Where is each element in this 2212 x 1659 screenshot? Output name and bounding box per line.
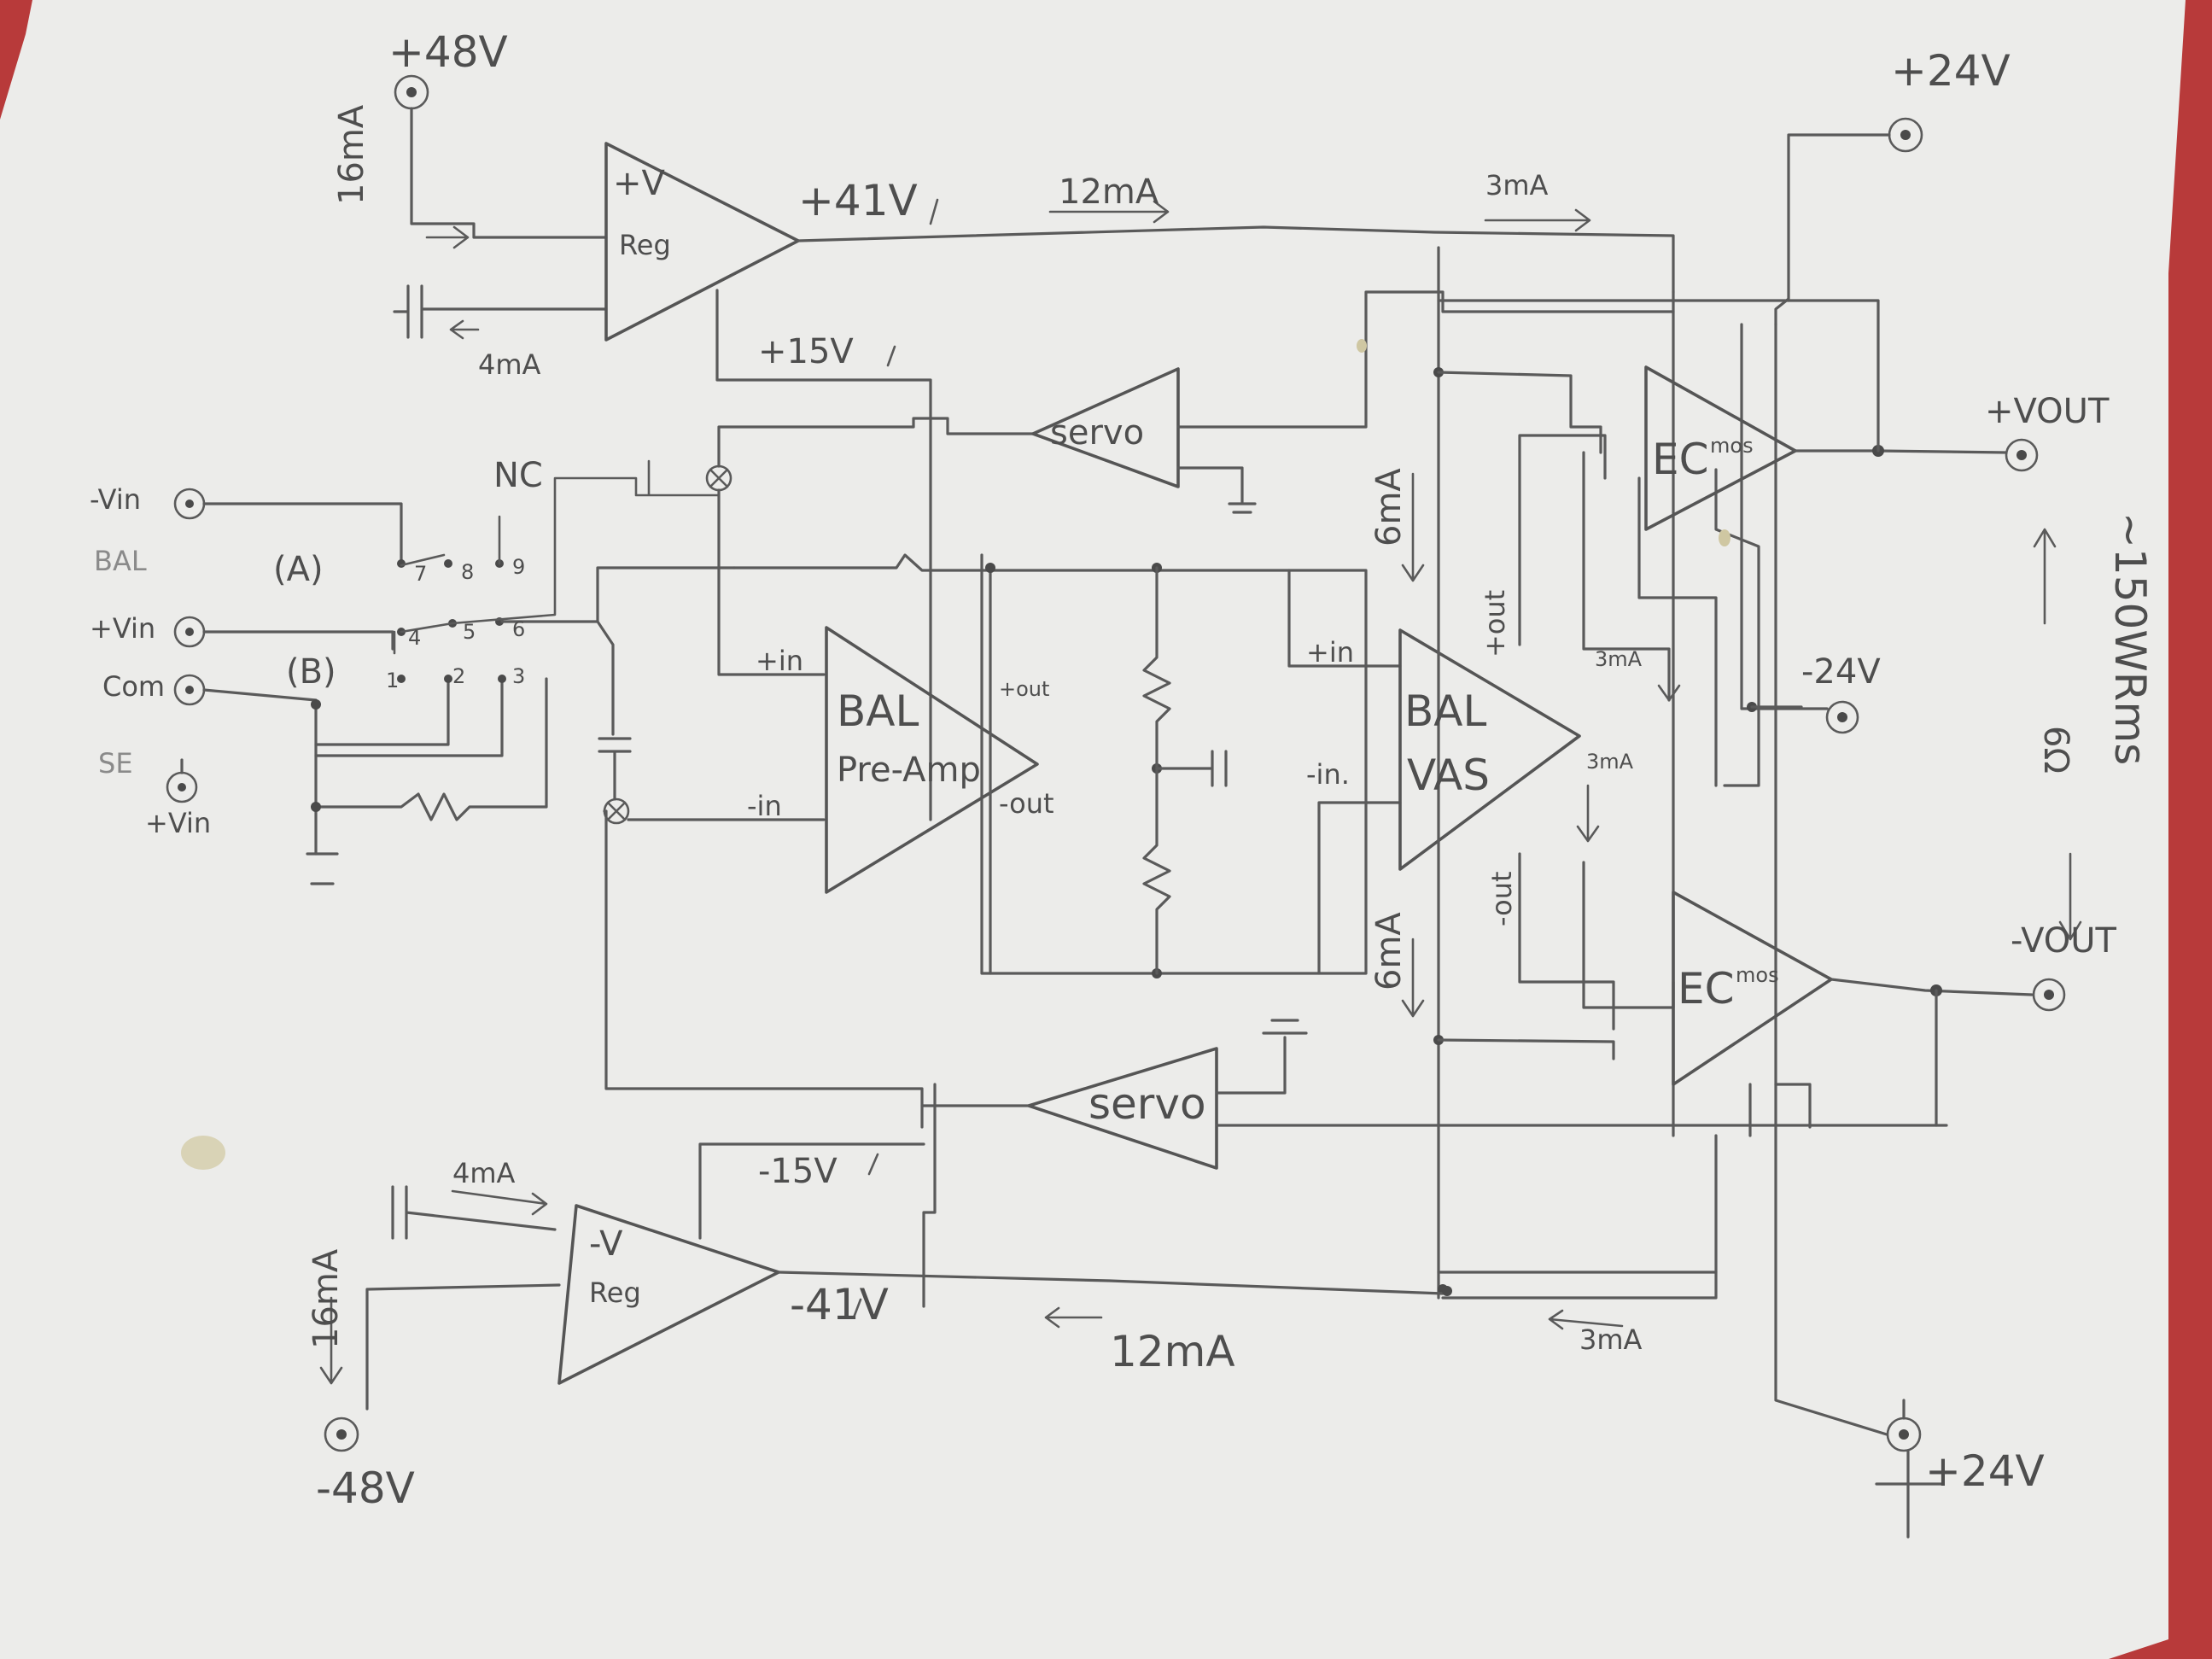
- label-neg-vin: -Vin: [90, 483, 141, 516]
- label-m15v: -15V: [758, 1152, 838, 1191]
- positive-supply: [393, 74, 1675, 821]
- label-com: Com: [102, 670, 165, 703]
- label-pin-8: 8: [461, 560, 474, 584]
- label-p41v: +41V: [798, 176, 918, 225]
- label-p24v-top: +24V: [1891, 46, 2011, 96]
- label-vreg-neg-line2: Reg: [589, 1276, 641, 1309]
- label-ecmos-top-main: EC: [1652, 435, 1709, 484]
- label-neg-vout: -VOUT: [2011, 921, 2117, 961]
- label-pos-vin: +Vin: [90, 612, 155, 645]
- terminal-icon: [324, 1417, 359, 1452]
- negative-supply: [319, 1142, 1624, 1452]
- label-i3ma-mid1: 3mA: [1595, 647, 1643, 671]
- terminal-icon: [2005, 438, 2039, 472]
- label-pin-5: 5: [463, 620, 476, 644]
- label-preamp-line2: Pre-Amp: [837, 751, 981, 790]
- label-vas-pos-in: +in: [1306, 636, 1354, 669]
- label-load: 6Ω: [2036, 726, 2075, 774]
- stain: [1357, 339, 1367, 353]
- label-i3ma-top: 3mA: [1485, 169, 1549, 202]
- label-pin-2: 2: [452, 664, 465, 688]
- negative-regulator: [557, 1204, 780, 1385]
- label-vreg-neg-line1: -V: [589, 1224, 623, 1264]
- feedback-network: [985, 563, 1402, 978]
- balanced-preamp: [825, 626, 1039, 894]
- label-pin-7: 7: [414, 562, 427, 586]
- label-vas-neg-out: -out: [1485, 871, 1518, 926]
- label-vas-pos-out: +out: [1479, 590, 1511, 657]
- label-i12ma-top: 12mA: [1059, 172, 1159, 212]
- balanced-vas: [1398, 628, 1581, 871]
- label-pin-9: 9: [512, 555, 525, 579]
- label-p48v: +48V: [388, 27, 508, 77]
- label-servo-bottom: servo: [1088, 1079, 1206, 1129]
- label-servo-top: servo: [1050, 413, 1144, 453]
- output-stage: [1437, 117, 2082, 1539]
- ecmos-bottom: [1672, 891, 1833, 1086]
- label-vas-line1: BAL: [1404, 686, 1487, 736]
- label-vas-neg-in: -in.: [1306, 758, 1350, 791]
- label-preamp-line1: BAL: [837, 686, 919, 736]
- label-p15v: +15V: [758, 332, 854, 371]
- terminal-icon: [2032, 978, 2066, 1012]
- input-section: [166, 417, 1368, 1129]
- label-i6ma-top: 6mA: [1369, 468, 1409, 546]
- label-i4ma-bottom: 4mA: [452, 1157, 516, 1189]
- label-vreg-pos-line1: +V: [613, 164, 666, 203]
- label-se: SE: [98, 747, 133, 780]
- positive-regulator: [604, 142, 800, 342]
- label-i12ma-bottom: 12mA: [1110, 1327, 1235, 1376]
- stain: [181, 1136, 225, 1170]
- label-p24v-bottom: +24V: [1925, 1446, 2045, 1496]
- label-preamp-neg-in: -in: [747, 790, 782, 822]
- label-i6ma-bottom: 6mA: [1369, 912, 1409, 990]
- label-preamp-neg-out: -out: [999, 787, 1054, 820]
- label-nc: NC: [493, 456, 543, 495]
- label-i16ma-bottom: 16mA: [306, 1248, 346, 1349]
- label-pin-1: 1: [386, 669, 399, 692]
- label-pos-vout: +VOUT: [1985, 392, 2110, 431]
- label-m48v: -48V: [316, 1463, 415, 1513]
- label-vas-line2: VAS: [1407, 751, 1490, 800]
- label-i4ma-top: 4mA: [478, 348, 541, 381]
- label-ecmos-bottom-sub: mos: [1736, 963, 1779, 987]
- label-bal: BAL: [94, 545, 147, 577]
- ecmos-top: [1644, 365, 1797, 531]
- label-power-rating: ~150WRms: [2105, 512, 2155, 765]
- label-vreg-pos-line2: Reg: [619, 229, 671, 261]
- terminal-icon: [1825, 700, 1859, 734]
- label-preamp-pos-in: +in: [756, 645, 803, 677]
- label-ecmos-top-sub: mos: [1710, 434, 1754, 458]
- label-i3ma-mid2: 3mA: [1586, 750, 1634, 774]
- servo-bottom: [1027, 1047, 1218, 1170]
- label-pin-3: 3: [512, 664, 525, 688]
- label-m41v: -41V: [790, 1280, 889, 1329]
- stain: [1719, 529, 1730, 546]
- label-se-pos-vin: +Vin: [145, 807, 211, 839]
- label-pin-6: 6: [512, 617, 525, 641]
- label-i3ma-bottom: 3mA: [1579, 1323, 1643, 1356]
- label-pin-4: 4: [408, 626, 421, 650]
- label-m24v: -24V: [1801, 652, 1881, 692]
- label-switch-a: (A): [273, 550, 324, 589]
- label-preamp-pos-out: +out: [999, 677, 1049, 701]
- label-switch-b: (B): [286, 652, 336, 692]
- label-i16ma-top: 16mA: [332, 104, 371, 205]
- label-ecmos-bottom-main: EC: [1678, 964, 1735, 1014]
